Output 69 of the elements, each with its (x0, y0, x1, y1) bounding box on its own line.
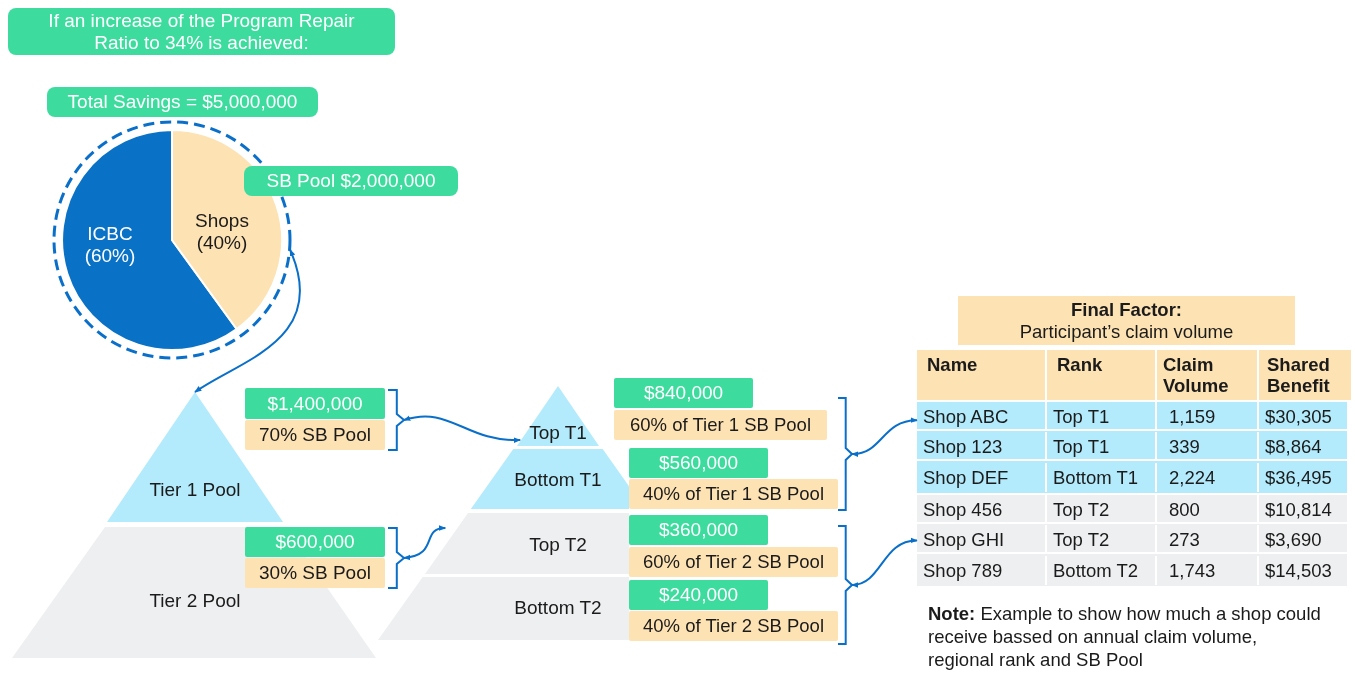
table-cell-text: $14,503 (1264, 558, 1333, 583)
table-cell: Top T1 (1047, 432, 1157, 462)
table-cell: Shop ABC (917, 402, 1047, 431)
tier-label: Top T2 (529, 534, 587, 556)
table-cell-text: $36,495 (1264, 465, 1333, 490)
table-cell: 800 (1157, 495, 1259, 524)
double-arrow (851, 417, 918, 457)
pyramid-tier (378, 577, 629, 640)
box-text: Participant’s claim volume (1019, 320, 1234, 342)
double-arrow (851, 538, 918, 587)
table-cell: Top T2 (1047, 525, 1157, 555)
table-cell: $8,864 (1259, 432, 1351, 462)
pyramid-tier (424, 513, 629, 574)
header-cell: Shared Benefit (1259, 350, 1351, 400)
table-cell: $3,690 (1259, 525, 1351, 555)
table-cell: Top T2 (1047, 495, 1157, 524)
slice-label: Shops (40%) (194, 210, 250, 254)
value-tag: SB Pool $2,000,000 (244, 166, 458, 196)
table-cell: Shop 123 (917, 432, 1047, 462)
tier-label: Top T1 (529, 422, 587, 444)
note-text: Note: Example to show how much a shop could receive bassed on annual claim volume, regional rank and SB Pool (928, 602, 1322, 672)
table-cell: Top T1 (1047, 402, 1157, 431)
table-cell: 273 (1157, 525, 1259, 555)
value-tag: 30% SB Pool (245, 558, 385, 588)
value-tag: 40% of Tier 2 SB Pool (629, 611, 838, 641)
table-cell: 1,159 (1157, 402, 1259, 431)
table-cell: 1,743 (1157, 555, 1259, 585)
value-tag: $600,000 (245, 527, 385, 557)
double-arrow (194, 248, 302, 393)
pyramid-tier (470, 449, 629, 509)
value-tag: $240,000 (629, 580, 768, 610)
pyramid-tier (516, 386, 600, 446)
dashed-circle (50, 118, 294, 362)
table-cell: Bottom T2 (1047, 555, 1157, 585)
table-cell: 2,224 (1157, 462, 1259, 492)
table-cell: Shop DEF (917, 462, 1047, 492)
tier-label: Bottom T2 (514, 597, 602, 619)
value-tag: 60% of Tier 1 SB Pool (614, 410, 827, 440)
bracket (388, 527, 404, 589)
table-cell: Shop GHI (917, 525, 1047, 555)
tier-label: Tier 2 Pool (149, 590, 241, 612)
value-tag: 70% SB Pool (245, 420, 385, 450)
value-tag: $560,000 (629, 448, 768, 478)
bracket (838, 397, 852, 511)
value-tag: Total Savings = $5,000,000 (47, 87, 318, 117)
value-tag: $840,000 (614, 378, 753, 408)
value-tag: $360,000 (629, 515, 768, 545)
table-cell: Shop 456 (917, 495, 1047, 524)
value-tag: 60% of Tier 2 SB Pool (629, 547, 838, 577)
table-cell: $10,814 (1259, 495, 1351, 524)
tier-label: Bottom T1 (514, 469, 602, 491)
value-tag: $1,400,000 (245, 388, 385, 419)
table-cell: Shop 789 (917, 555, 1047, 585)
slice-label: ICBC (60%) (83, 223, 137, 267)
table-cell: 339 (1157, 432, 1259, 462)
header-cell: Name (917, 350, 1045, 400)
bracket (388, 389, 404, 451)
value-tag (958, 296, 1295, 345)
double-arrow (403, 415, 522, 443)
table-cell: Bottom T1 (1047, 462, 1157, 492)
bracket (838, 525, 852, 645)
table-cell: $30,305 (1259, 402, 1351, 431)
value-tag: 40% of Tier 1 SB Pool (629, 479, 838, 509)
header-cell: Claim Volume (1157, 350, 1257, 400)
tier-label: Tier 1 Pool (149, 479, 241, 501)
value-tag: If an increase of the Program Repair Ratio to 34% is achieved: (8, 8, 395, 55)
box-text: Final Factor: (1071, 299, 1182, 321)
header-cell: Rank (1047, 350, 1155, 400)
double-arrow (403, 525, 447, 560)
